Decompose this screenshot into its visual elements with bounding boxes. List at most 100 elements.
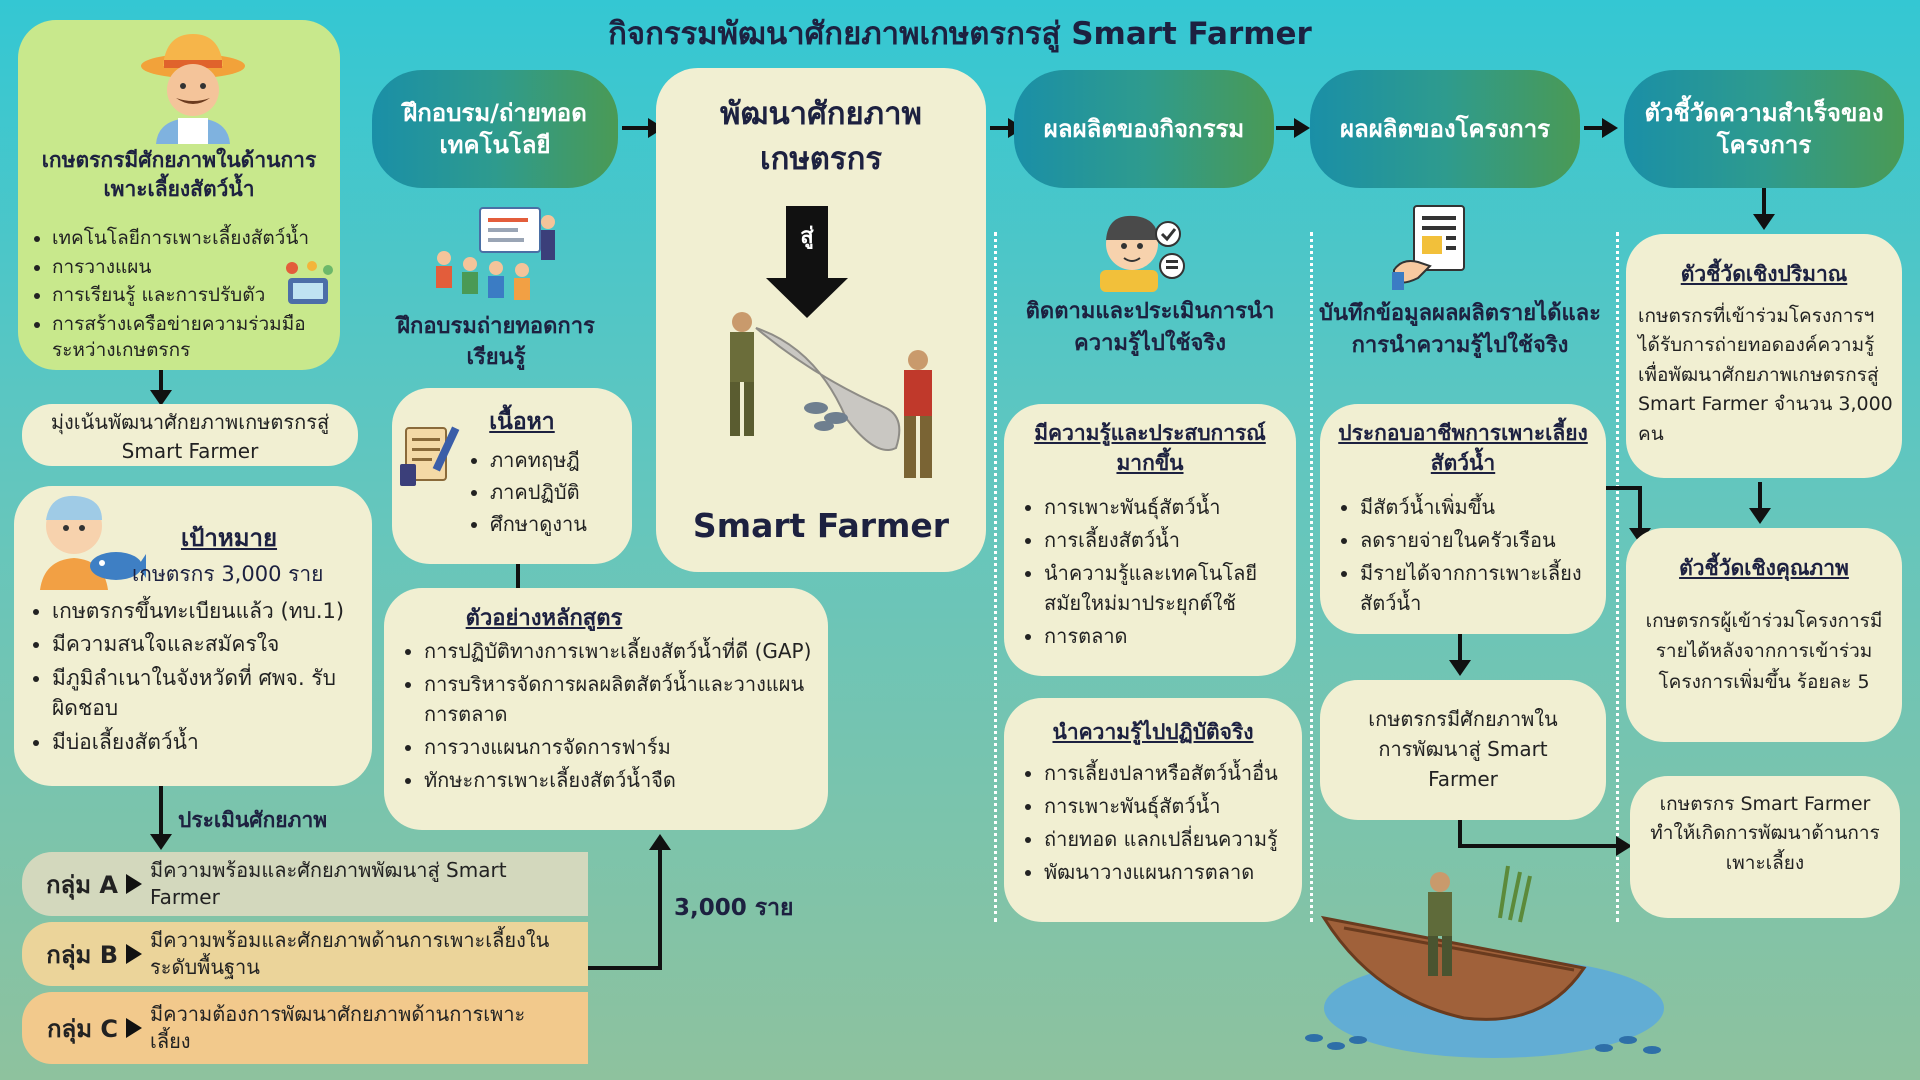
- career-list: มีสัตว์น้ำเพิ่มขึ้น ลดรายจ่ายในครัวเรือน…: [1336, 492, 1596, 621]
- to-label: สู่: [800, 224, 814, 249]
- dotted-divider: [1616, 232, 1619, 922]
- knowledge-title: มีความรู้และประสบการณ์มากขึ้น: [1034, 421, 1266, 476]
- arrow-right-icon: [1616, 836, 1632, 856]
- connector-line: [516, 564, 520, 590]
- qual-title: ตัวชี้วัดเชิงคุณภาพ: [1679, 556, 1849, 580]
- connector-line: [588, 966, 662, 970]
- career-card: ประกอบอาชีพการเพาะเลี้ยงสัตว์น้ำ มีสัตว์…: [1320, 404, 1606, 634]
- dotted-divider: [1310, 232, 1313, 922]
- connector-line: [1458, 844, 1620, 848]
- arrow-down-icon: [766, 278, 848, 318]
- training-subtitle: ฝึกอบรมถ่ายทอดการเรียนรู้: [397, 314, 595, 370]
- arrow-right-icon: [1602, 118, 1618, 138]
- list-item: ภาคทฤษฎี: [490, 446, 626, 475]
- list-item: การตลาด: [1044, 621, 1286, 651]
- connector-line: [622, 126, 652, 130]
- header-text: ฝึกอบรม/ถ่ายทอดเทคโนโลยี: [403, 98, 587, 159]
- arrow-up-icon: [649, 834, 671, 850]
- quantitative-card: ตัวชี้วัดเชิงปริมาณ เกษตรกรที่เข้าร่วมโค…: [1626, 234, 1902, 478]
- group-text: มีความพร้อมและศักยภาพด้านการเพาะเลี้ยงใน…: [150, 928, 550, 979]
- group-c-row: กลุ่ม C มีความต้องการพัฒนาศักยภาพด้านการ…: [22, 992, 588, 1064]
- list-item: การเพาะพันธุ์สัตว์น้ำ: [1044, 492, 1286, 522]
- project-output-header: ผลผลิตของโครงการ: [1310, 70, 1580, 188]
- develop-bottom: Smart Farmer: [692, 506, 950, 545]
- potential-card: เกษตรกรมีศักยภาพในด้านการเพาะเลี้ยงสัตว์…: [18, 20, 340, 370]
- header-text: ตัวชี้วัดความสำเร็จของโครงการ: [1644, 98, 1884, 159]
- list-item: การเลี้ยงปลาหรือสัตว์น้ำอื่น: [1044, 758, 1296, 788]
- quant-text: เกษตรกรที่เข้าร่วมโครงการฯ ได้รับการถ่าย…: [1638, 305, 1893, 445]
- list-item: ทักษะการเพาะเลี้ยงสัตว์น้ำจืด: [424, 765, 818, 795]
- list-item: การบริหารจัดการผลผลิตสัตว์น้ำและวางแผนกา…: [424, 669, 818, 729]
- farmer-icon: [141, 34, 245, 144]
- list-item: ภาคปฏิบัติ: [490, 478, 626, 507]
- list-item: มีบ่อเลี้ยงสัตว์น้ำ: [52, 727, 358, 757]
- header-text: ผลผลิตของกิจกรรม: [1043, 114, 1245, 143]
- develop-title: พัฒนาศักยภาพเกษตรกร: [720, 96, 922, 177]
- play-icon: [126, 874, 142, 894]
- list-item: ถ่ายทอด แลกเปลี่ยนความรู้: [1044, 824, 1296, 854]
- focus-box: มุ่งเน้นพัฒนาศักยภาพเกษตรกรสู่ Smart Far…: [22, 404, 358, 466]
- potential-title: เกษตรกรมีศักยภาพในด้านการเพาะเลี้ยงสัตว์…: [41, 148, 317, 202]
- knowledge-list: การเพาะพันธุ์สัตว์น้ำ การเลี้ยงสัตว์น้ำ …: [1020, 492, 1286, 654]
- group-text: มีความพร้อมและศักยภาพพัฒนาสู่ Smart Farm…: [150, 858, 507, 909]
- arrow-down-icon: [1449, 660, 1471, 676]
- group-label: กลุ่ม C: [46, 1014, 118, 1043]
- count-label: 3,000 ราย: [674, 895, 794, 921]
- qualitative-card: ตัวชี้วัดเชิงคุณภาพ เกษตรกรผู้เข้าร่วมโค…: [1626, 528, 1902, 742]
- connector-line: [1758, 482, 1762, 510]
- group-a-row: กลุ่ม A มีความพร้อมและศักยภาพพัฒนาสู่ Sm…: [22, 852, 588, 916]
- knowledge-card: มีความรู้และประสบการณ์มากขึ้น การเพาะพัน…: [1004, 404, 1296, 676]
- arrow-down-icon: [150, 834, 172, 850]
- list-item: การเพาะพันธุ์สัตว์น้ำ: [1044, 791, 1296, 821]
- document-pen-icon: [400, 426, 460, 486]
- dotted-divider: [994, 232, 997, 922]
- goal-count: เกษตรกร 3,000 ราย: [132, 562, 324, 586]
- goal-list: เกษตรกรขึ้นทะเบียนแล้ว (ทบ.1) มีความสนใจ…: [28, 596, 358, 760]
- potential-list: เทคโนโลยีการเพาะเลี้ยงสัตว์น้ำ การวางแผน…: [28, 226, 328, 366]
- activity-subtitle: ติดตามและประเมินการนำความรู้ไปใช้จริง: [1025, 299, 1275, 356]
- final-card: เกษตรกร Smart Farmer ทำให้เกิดการพัฒนาด้…: [1630, 776, 1900, 918]
- course-card: ตัวอย่างหลักสูตร การปฏิบัติทางการเพาะเลี…: [384, 588, 828, 830]
- connector-line: [1276, 126, 1298, 130]
- content-card: เนื้อหา ภาคทฤษฎี ภาคปฏิบัติ ศึกษาดูงาน: [392, 388, 632, 564]
- report-hand-icon: [1392, 205, 1465, 290]
- list-item: ศึกษาดูงาน: [490, 510, 626, 539]
- list-item: เกษตรกรขึ้นทะเบียนแล้ว (ทบ.1): [52, 596, 358, 626]
- group-label: กลุ่ม B: [46, 940, 118, 969]
- training-header: ฝึกอบรม/ถ่ายทอดเทคโนโลยี: [372, 70, 618, 188]
- play-icon: [126, 944, 142, 964]
- goal-card: เป้าหมาย เกษตรกร 3,000 ราย เกษตรกรขึ้นทะ…: [14, 486, 372, 786]
- arrow-right-icon: [1294, 118, 1310, 138]
- list-item: มีความสนใจและสมัครใจ: [52, 629, 358, 659]
- course-title: ตัวอย่างหลักสูตร: [465, 606, 623, 631]
- apply-title: นำความรู้ไปปฏิบัติจริง: [1052, 720, 1254, 744]
- group-b-row: กลุ่ม B มีความพร้อมและศักยภาพด้านการเพาะ…: [22, 922, 588, 986]
- final-text: เกษตรกร Smart Farmer ทำให้เกิดการพัฒนาด้…: [1650, 793, 1880, 874]
- content-list: ภาคทฤษฎี ภาคปฏิบัติ ศึกษาดูงาน: [466, 446, 626, 542]
- group-text: มีความต้องการพัฒนาศักยภาพด้านการเพาะเลี้…: [150, 1002, 526, 1053]
- connector-line: [1458, 634, 1462, 662]
- connector-line: [658, 850, 662, 970]
- quant-title: ตัวชี้วัดเชิงปริมาณ: [1680, 262, 1848, 286]
- result-text: เกษตรกรมีศักยภาพในการพัฒนาสู่ Smart Farm…: [1368, 707, 1558, 791]
- connector-line: [990, 126, 1012, 130]
- boat-fisherman-icon: [1305, 865, 1664, 1058]
- connector-line: [1638, 486, 1642, 530]
- list-item: การปฏิบัติทางการเพาะเลี้ยงสัตว์น้ำที่ดี …: [424, 636, 818, 666]
- connector-line: [1606, 486, 1642, 490]
- list-item: มีสัตว์น้ำเพิ่มขึ้น: [1360, 492, 1596, 522]
- apply-list: การเลี้ยงปลาหรือสัตว์น้ำอื่น การเพาะพันธ…: [1020, 758, 1296, 890]
- list-item: การวางแผน: [52, 255, 328, 281]
- training-class-icon: [436, 207, 555, 300]
- list-item: มีภูมิลำเนาในจังหวัดที่ ศพจ. รับผิดชอบ: [52, 663, 358, 724]
- tech-icon: [286, 261, 333, 304]
- list-item: พัฒนาวางแผนการตลาด: [1044, 857, 1296, 887]
- connector-line: [159, 786, 163, 838]
- qual-text: เกษตรกรผู้เข้าร่วมโครงการมีรายได้หลังจาก…: [1645, 610, 1883, 693]
- arrow-down-icon: [1749, 508, 1771, 524]
- connector-line: [1762, 188, 1766, 216]
- goal-title: เป้าหมาย: [180, 524, 278, 552]
- course-list: การปฏิบัติทางการเพาะเลี้ยงสัตว์น้ำที่ดี …: [400, 636, 818, 798]
- indicator-header: ตัวชี้วัดความสำเร็จของโครงการ: [1624, 70, 1904, 188]
- fishermen-net-icon: [730, 312, 932, 478]
